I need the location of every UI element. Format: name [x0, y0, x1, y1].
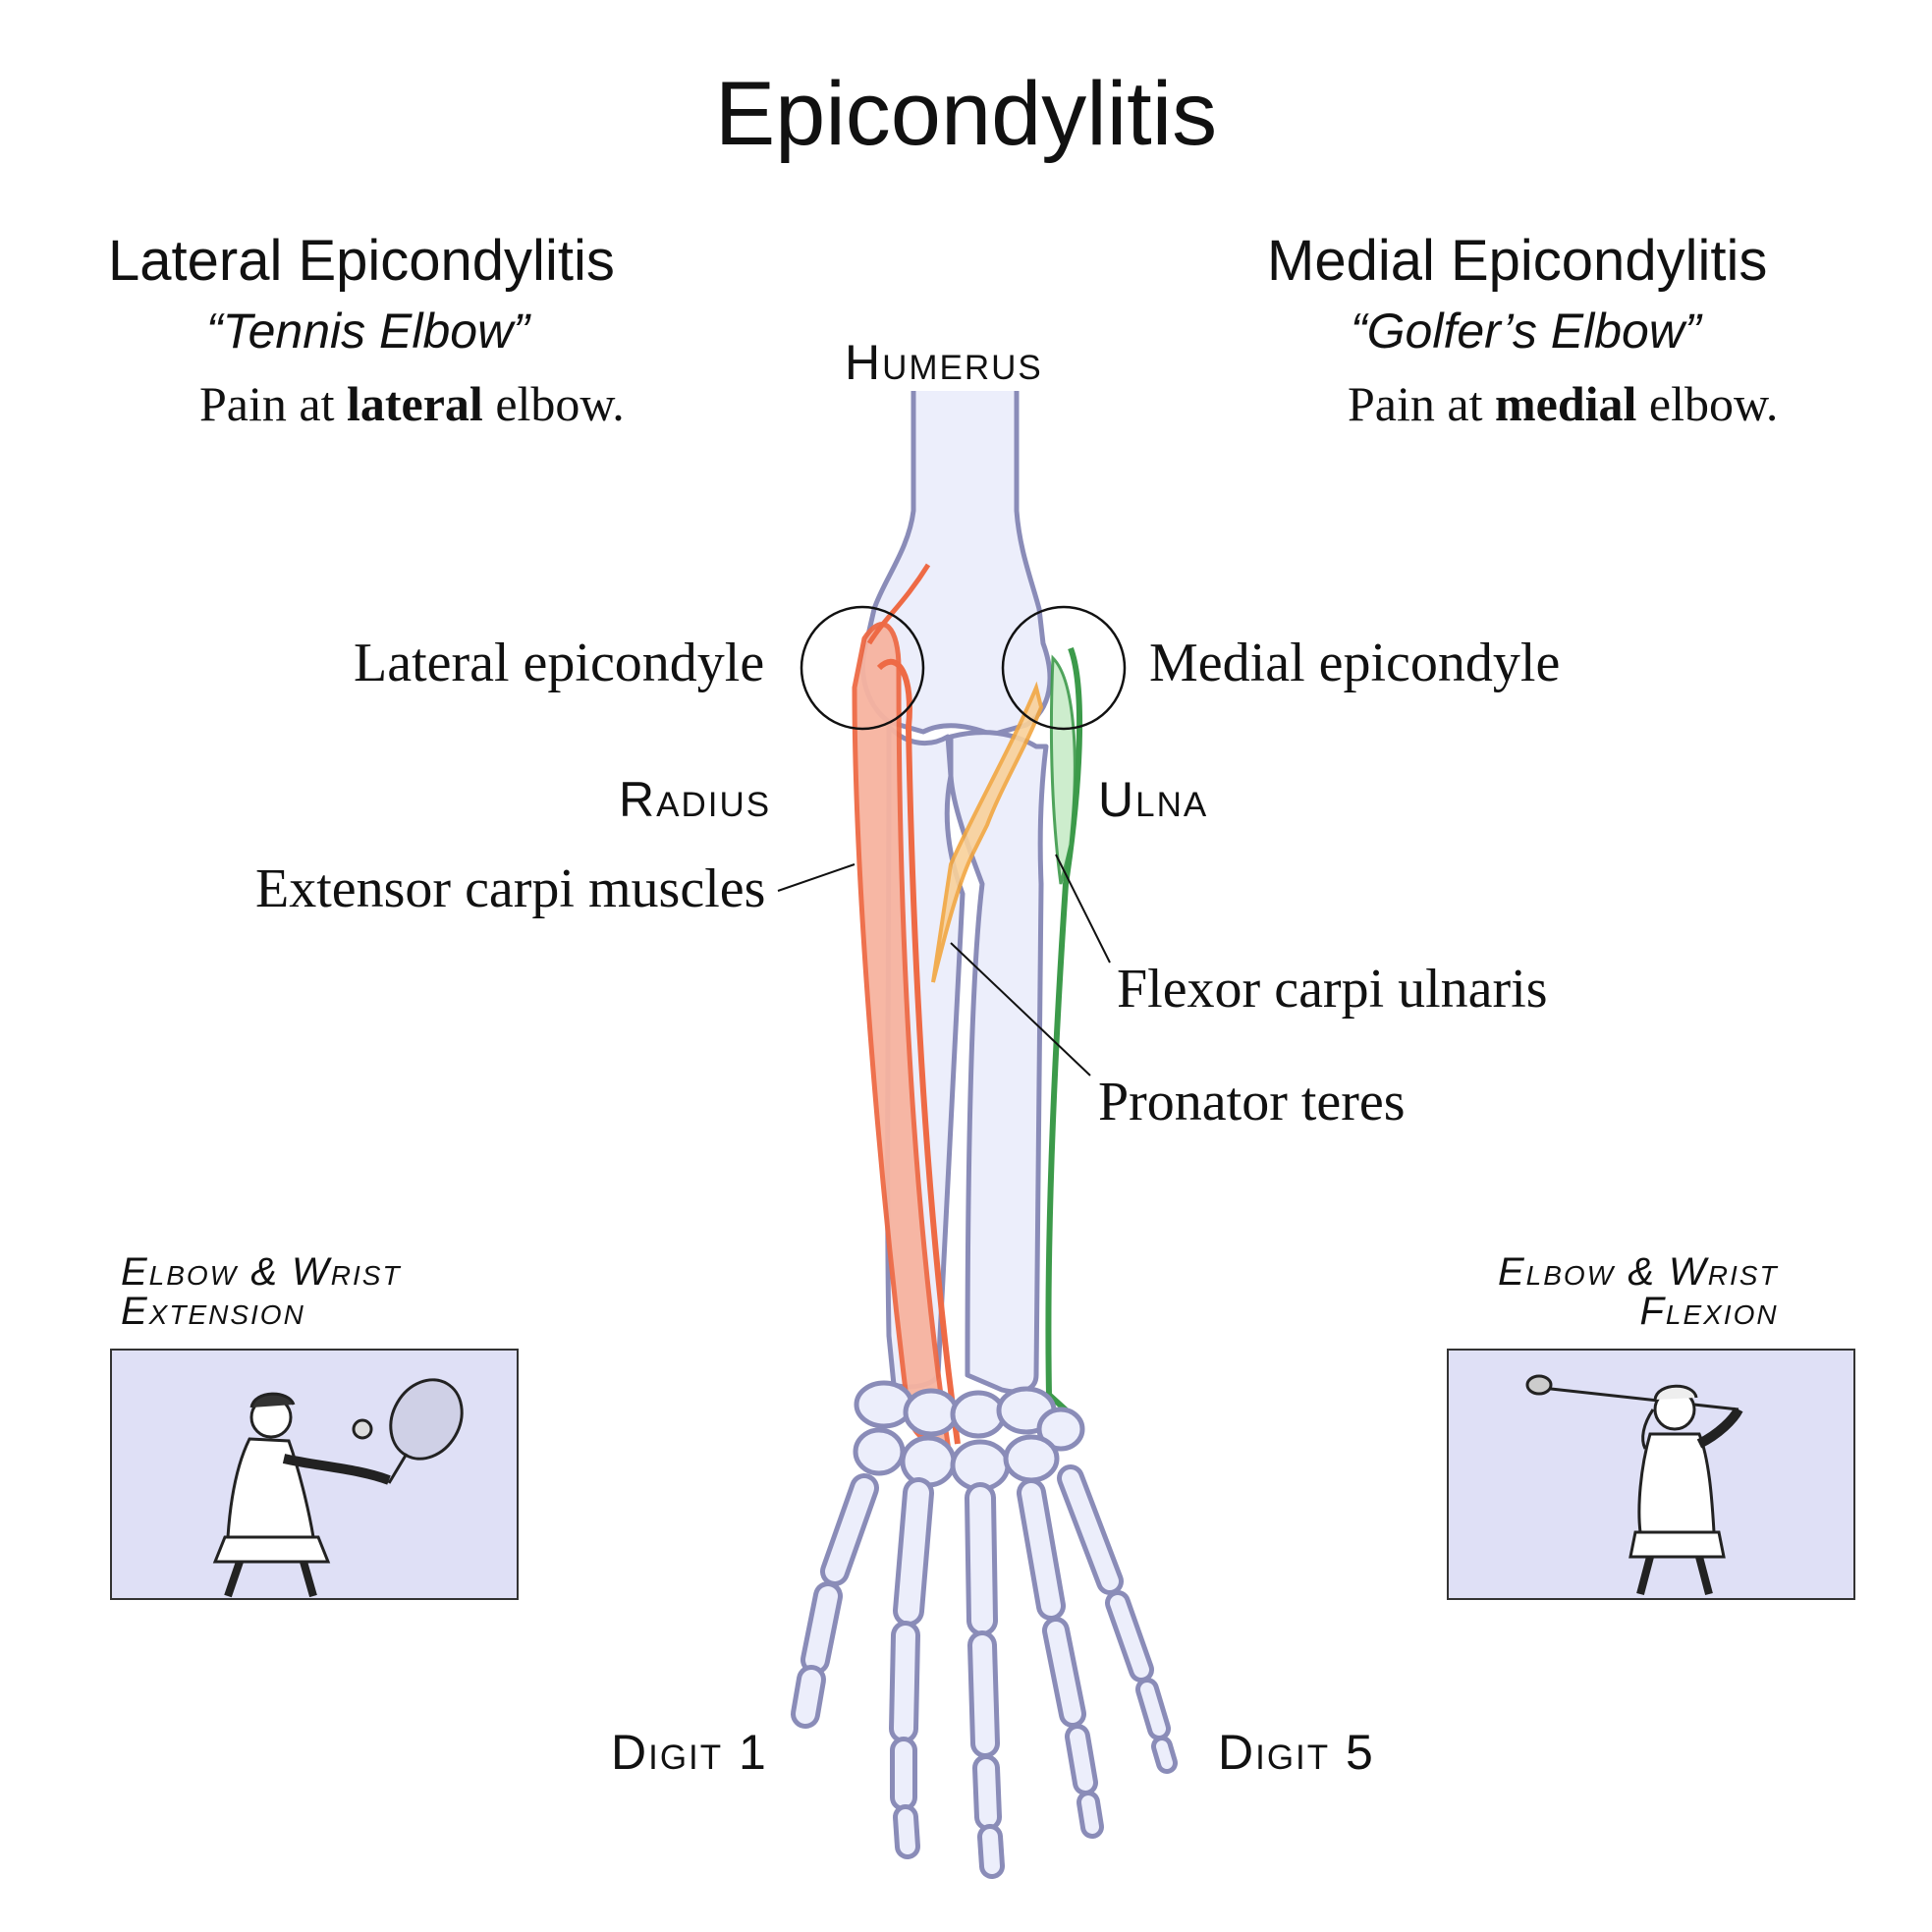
flexor-carpi-ulnaris-muscle — [1045, 646, 1083, 1417]
flexion-caption-line2: Flexion — [1639, 1290, 1779, 1333]
medial-desc-post: elbow. — [1636, 376, 1779, 431]
lateral-desc-post: elbow. — [482, 376, 625, 431]
humerus-bone — [860, 391, 1053, 738]
tennis-player-illustration — [212, 1378, 464, 1598]
extensor-tendon-top — [866, 563, 931, 645]
label-digit-5: Digit 5 — [1218, 1725, 1375, 1780]
medial-description: Pain at medial elbow. — [1348, 375, 1778, 432]
label-digit-1: Digit 1 — [611, 1725, 768, 1780]
lateral-desc-bold: lateral — [346, 376, 483, 431]
flexion-caption-line1: Elbow & Wrist — [1498, 1250, 1779, 1294]
ulna-bone — [948, 730, 1049, 1395]
extensor-muscle-2 — [876, 658, 961, 1445]
lateral-description: Pain at lateral elbow. — [199, 375, 625, 432]
lateral-desc-pre: Pain at — [199, 376, 347, 431]
golf-panel — [1447, 1349, 1855, 1600]
medial-desc-pre: Pain at — [1348, 376, 1495, 431]
label-ulna: Ulna — [1098, 772, 1209, 827]
label-extensor-carpi-muscles: Extensor carpi muscles — [255, 858, 766, 919]
golfer-illustration — [1525, 1374, 1743, 1596]
tennis-panel — [110, 1349, 519, 1600]
pronator-teres-muscle — [931, 681, 1044, 983]
flexor-carpi-ulnaris-belly — [1049, 654, 1076, 885]
label-medial-epicondyle: Medial epicondyle — [1149, 633, 1561, 693]
lateral-epicondyle-circle — [800, 605, 925, 731]
carpal-bones — [853, 1380, 1085, 1492]
hand-bones — [791, 1464, 1178, 1879]
extension-caption: Elbow & Wrist Extension — [121, 1252, 402, 1331]
flexion-caption: Elbow & Wrist Flexion — [1498, 1252, 1779, 1331]
medial-desc-bold: medial — [1494, 376, 1637, 431]
extension-caption-line2: Extension — [121, 1290, 305, 1333]
extensor-leader-line — [777, 863, 856, 892]
label-radius: Radius — [619, 772, 772, 827]
medial-epicondyle-circle — [1001, 605, 1127, 731]
label-lateral-epicondyle: Lateral epicondyle — [354, 633, 765, 693]
pronator-leader-line — [950, 942, 1091, 1076]
diagram-title: Epicondylitis — [714, 64, 1218, 164]
extension-caption-line1: Elbow & Wrist — [121, 1250, 402, 1294]
medial-heading: Medial Epicondylitis — [1267, 229, 1768, 293]
lateral-nickname: “Tennis Elbow” — [206, 304, 529, 359]
medial-nickname: “Golfer’s Elbow” — [1351, 304, 1701, 359]
label-pronator-teres: Pronator teres — [1098, 1072, 1406, 1132]
label-humerus: Humerus — [845, 335, 1043, 390]
flexor-leader-line — [1055, 854, 1111, 964]
label-flexor-carpi-ulnaris: Flexor carpi ulnaris — [1117, 959, 1548, 1020]
lateral-heading: Lateral Epicondylitis — [108, 229, 615, 293]
